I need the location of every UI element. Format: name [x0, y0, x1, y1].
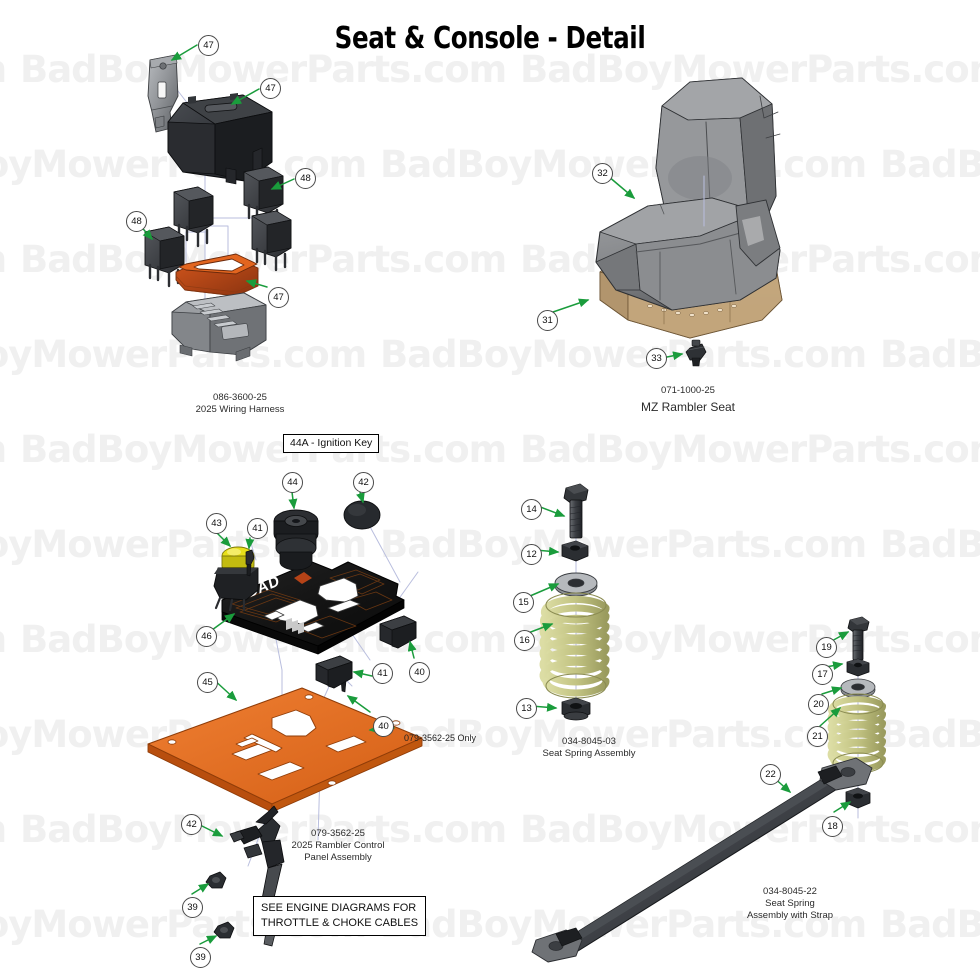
callout-bubble-42[interactable]: 42	[181, 814, 202, 835]
callout-bubble-33[interactable]: 33	[646, 348, 667, 369]
wiring-harness-artwork	[136, 44, 295, 362]
callout-bubble-46[interactable]: 46	[196, 626, 217, 647]
caption-mz-rambler-seat: 071-1000-25 MZ Rambler Seat	[588, 385, 788, 416]
part-number: 086-3600-25	[213, 392, 267, 403]
callout-bubble-15[interactable]: 15	[513, 592, 534, 613]
rambler-control-panel-artwork: BAD BOY	[147, 491, 423, 947]
part-description: MZ Rambler Seat	[640, 400, 736, 415]
note-panel-only: 079-3562-25 Only	[404, 733, 477, 743]
caption-seat-spring-assembly: 034-8045-03 Seat Spring Assembly	[494, 736, 684, 760]
seat-spring-strap-artwork	[531, 616, 886, 963]
callout-bubble-40[interactable]: 40	[409, 662, 430, 683]
note-text-line2: THROTTLE & CHOKE CABLES	[261, 916, 419, 929]
callout-bubble-16[interactable]: 16	[514, 630, 535, 651]
note-ignition-key: 44A - Ignition Key	[283, 434, 380, 453]
callout-bubble-39[interactable]: 39	[182, 897, 203, 918]
note-text: 44A - Ignition Key	[290, 437, 373, 449]
part-description-line2: Assembly with Strap	[746, 910, 834, 922]
caption-control-panel: 079-3562-25 2025 Rambler Control Panel A…	[238, 828, 438, 864]
callout-bubble-47[interactable]: 47	[260, 78, 281, 99]
callout-bubble-19[interactable]: 19	[816, 637, 837, 658]
callout-bubble-47[interactable]: 47	[268, 287, 289, 308]
callout-bubble-47[interactable]: 47	[198, 35, 219, 56]
callout-bubble-18[interactable]: 18	[822, 816, 843, 837]
callout-bubble-45[interactable]: 45	[197, 672, 218, 693]
note-engine-diagrams: SEE ENGINE DIAGRAMS FOR THROTTLE & CHOKE…	[253, 896, 427, 937]
part-number: 034-8045-22	[763, 886, 817, 897]
callout-bubble-17[interactable]: 17	[812, 664, 833, 685]
mz-rambler-seat-artwork	[552, 77, 783, 367]
callout-bubble-42[interactable]: 42	[353, 472, 374, 493]
callout-bubble-20[interactable]: 20	[808, 694, 829, 715]
seat-spring-assembly-artwork	[527, 483, 610, 721]
part-number: 034-8045-03	[562, 736, 616, 747]
callout-bubble-48[interactable]: 48	[295, 168, 316, 189]
callout-bubble-22[interactable]: 22	[760, 764, 781, 785]
callout-bubble-13[interactable]: 13	[516, 698, 537, 719]
callout-bubble-41[interactable]: 41	[372, 663, 393, 684]
callout-bubble-14[interactable]: 14	[521, 499, 542, 520]
callout-bubble-32[interactable]: 32	[592, 163, 613, 184]
part-description-line2: Panel Assembly	[304, 852, 372, 864]
callout-bubble-39[interactable]: 39	[190, 947, 211, 968]
part-description-line1: Seat Spring	[765, 898, 815, 910]
callout-bubble-48[interactable]: 48	[126, 211, 147, 232]
caption-seat-spring-strap: 034-8045-22 Seat Spring Assembly with St…	[690, 886, 890, 922]
callout-bubble-12[interactable]: 12	[521, 544, 542, 565]
part-number: 079-3562-25	[311, 828, 365, 839]
callout-bubble-31[interactable]: 31	[537, 310, 558, 331]
note-text-line1: SEE ENGINE DIAGRAMS FOR	[261, 902, 417, 914]
callout-bubble-41[interactable]: 41	[247, 518, 268, 539]
page-title: Seat & Console - Detail	[334, 21, 646, 56]
callout-bubble-43[interactable]: 43	[206, 513, 227, 534]
part-description: Seat Spring Assembly	[542, 748, 636, 760]
part-description-line1: 2025 Rambler Control	[291, 840, 385, 852]
callout-bubble-44[interactable]: 44	[282, 472, 303, 493]
callout-bubble-40[interactable]: 40	[373, 716, 394, 737]
callout-bubble-21[interactable]: 21	[807, 726, 828, 747]
caption-wiring-harness: 086-3600-25 2025 Wiring Harness	[130, 392, 350, 416]
part-description: 2025 Wiring Harness	[195, 404, 285, 416]
part-number: 071-1000-25	[661, 385, 715, 396]
